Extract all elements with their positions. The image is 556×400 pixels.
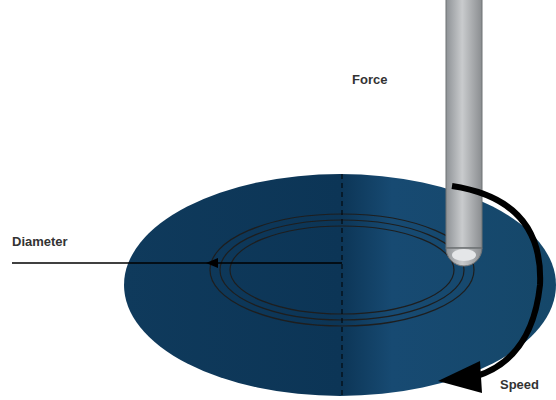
speed-label: Speed [500, 377, 539, 393]
diameter-label: Diameter [12, 234, 68, 250]
diameter-line [12, 262, 342, 264]
diameter-arrowhead [206, 258, 218, 268]
rotation-arrow [452, 186, 540, 377]
rotation-arrowhead [438, 361, 482, 393]
disc [124, 174, 556, 396]
axis-line [342, 174, 343, 396]
pin [446, 0, 482, 266]
force-label: Force [352, 72, 387, 88]
